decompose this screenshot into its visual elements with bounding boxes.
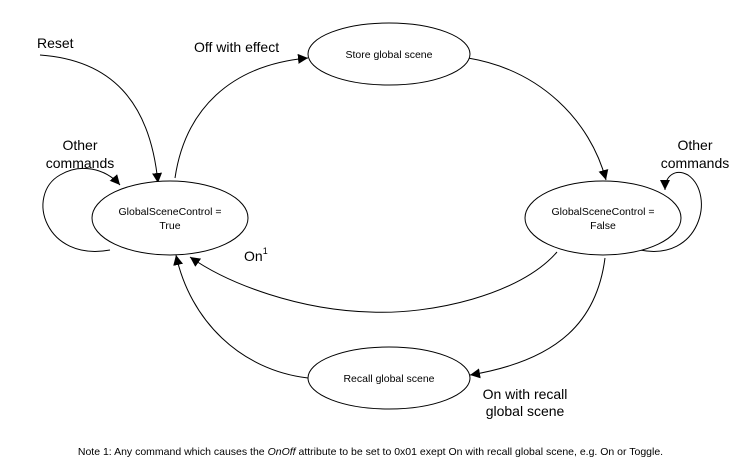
other-commands-left-line2: commands <box>46 155 114 171</box>
other-commands-left-loop <box>42 167 121 252</box>
reset-label: Reset <box>37 35 74 51</box>
other-commands-right-line1: Other <box>677 137 712 153</box>
reset-arrow <box>39 54 163 184</box>
other-commands-right-line2: commands <box>661 155 729 171</box>
footnote: Note 1: Any command which causes the OnO… <box>0 446 741 458</box>
on-label: On1 <box>244 246 268 264</box>
on-with-recall-line1: On with recall <box>483 386 568 402</box>
other-commands-left-line1: Other <box>62 137 97 153</box>
state-store-global-scene: Store global scene <box>307 22 471 86</box>
on-with-recall-line2: global scene <box>486 403 565 419</box>
footnote-suffix: attribute to be set to 0x01 exept On wit… <box>295 446 664 458</box>
recall-to-true-arrow <box>173 254 309 379</box>
footnote-prefix: Note 1: Any command which causes the <box>77 446 268 458</box>
state-false-line2: False <box>590 220 616 232</box>
state-recall-label: Recall global scene <box>343 373 434 385</box>
state-store-label: Store global scene <box>346 49 433 61</box>
state-true-line1: GlobalSceneControl = <box>118 206 221 218</box>
off-with-effect-arrow <box>174 53 309 179</box>
on-label-text: On <box>244 248 263 264</box>
footnote-attribute: OnOff <box>267 446 296 458</box>
state-false-line1: GlobalSceneControl = <box>551 206 654 218</box>
state-recall-global-scene: Recall global scene <box>307 346 471 410</box>
off-with-effect-label: Off with effect <box>194 39 279 55</box>
on-label-superscript: 1 <box>263 246 268 256</box>
state-false: GlobalSceneControl = False <box>524 180 682 256</box>
other-commands-right-loop <box>639 171 702 252</box>
store-to-false-arrow <box>467 57 609 181</box>
on-with-recall-arrow <box>469 257 606 379</box>
state-true-line2: True <box>159 220 180 232</box>
on-arrow <box>189 251 558 313</box>
state-true: GlobalSceneControl = True <box>91 180 249 256</box>
